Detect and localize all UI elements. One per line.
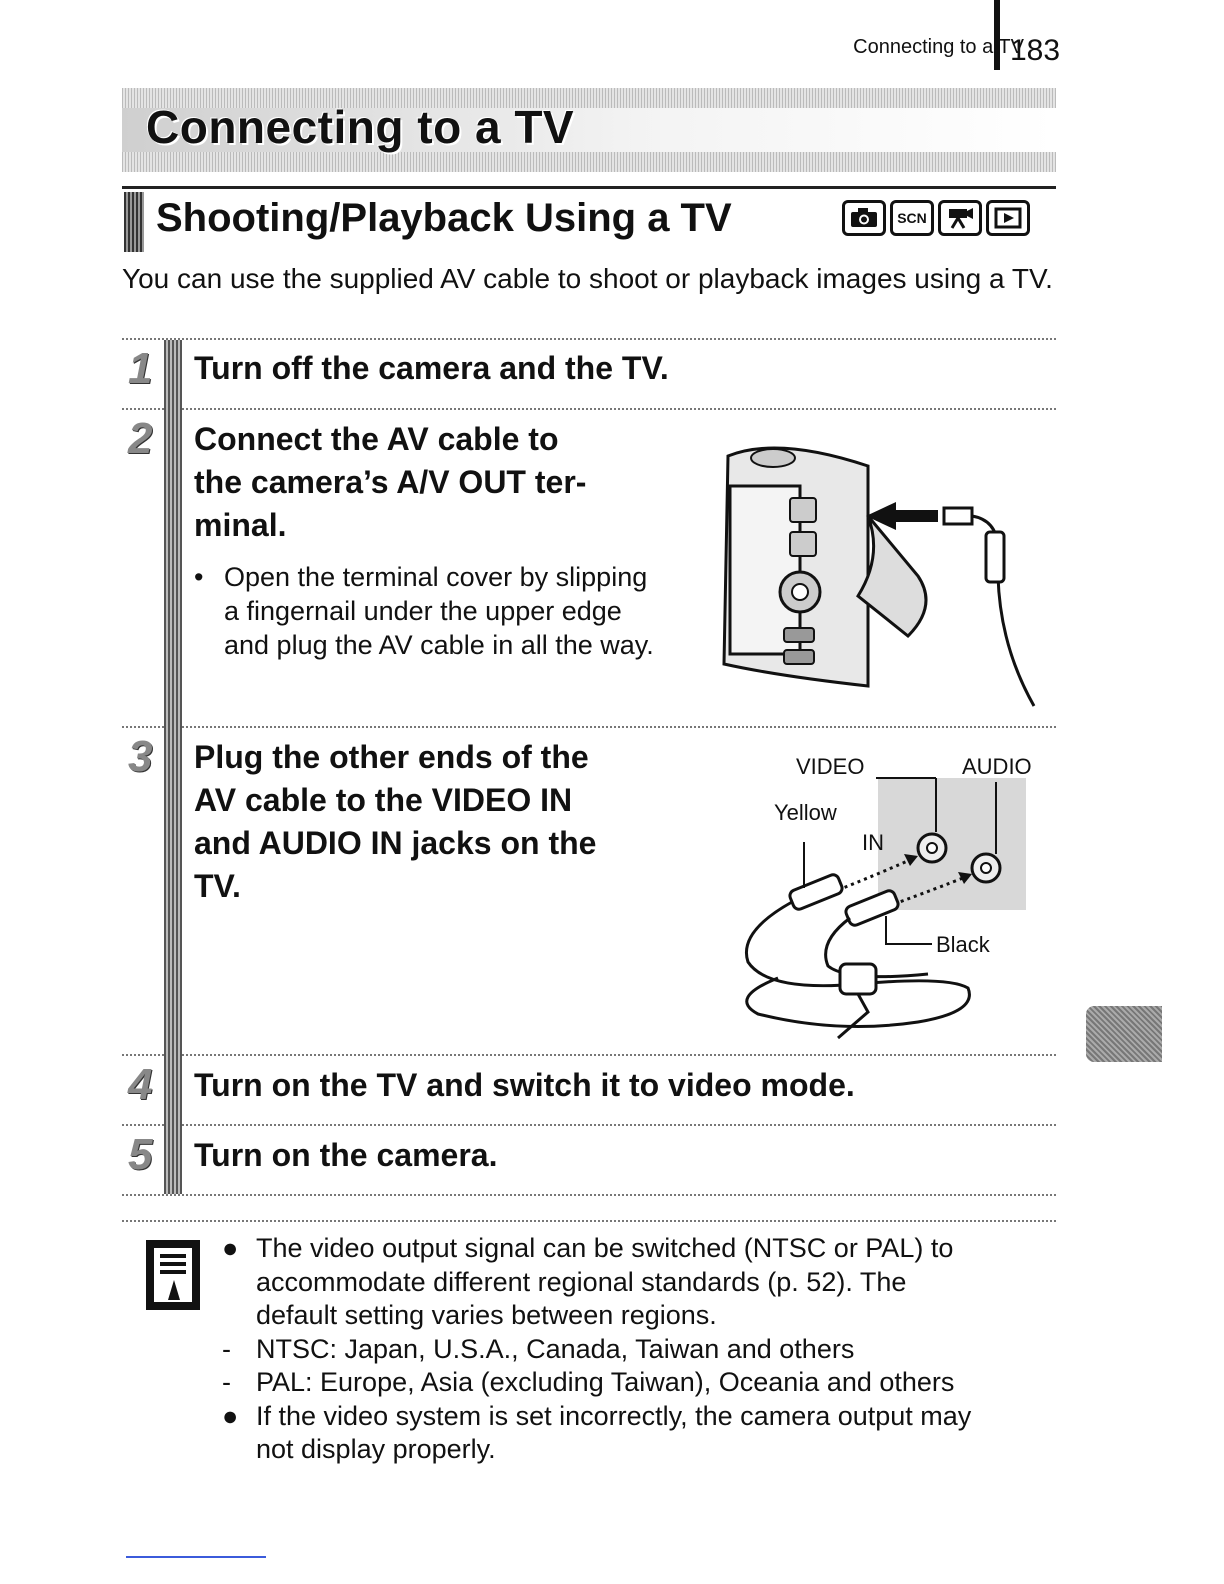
- step-heading-line: TV.: [194, 868, 241, 904]
- step-heading-line: and AUDIO IN jacks on the: [194, 825, 597, 861]
- note-text: accommodate different regional standards…: [256, 1266, 907, 1297]
- playback-icon: [986, 200, 1030, 236]
- note-text: default setting varies between regions.: [256, 1300, 717, 1330]
- note-marker: -: [222, 1367, 231, 1397]
- page-title: Connecting to a TV: [146, 101, 575, 153]
- step-heading-line: Plug the other ends of the: [194, 739, 589, 775]
- step-divider: [122, 1054, 1056, 1056]
- note-marker: ●: [222, 1400, 239, 1431]
- scn-label: SCN: [897, 210, 927, 226]
- step-body-line: Open the terminal cover by slipping: [224, 562, 648, 592]
- note-text: PAL: Europe, Asia (excluding Taiwan), Oc…: [256, 1367, 955, 1397]
- step-divider: [122, 408, 1056, 410]
- step-heading: Turn off the camera and the TV.: [194, 350, 669, 386]
- note-item: ● The video output signal can be switche…: [222, 1232, 1062, 1333]
- step-heading: Turn on the TV and switch it to video mo…: [194, 1067, 855, 1103]
- intro-text: You can use the supplied AV cable to sho…: [122, 263, 1053, 294]
- camera-icon: [842, 200, 886, 236]
- mode-icons: SCN: [842, 200, 1030, 236]
- step-number: 2: [128, 414, 153, 463]
- memo-icon: [146, 1240, 200, 1310]
- label-audio: AUDIO: [962, 754, 1032, 779]
- notes-divider: [122, 1220, 1056, 1222]
- step-heading-line: the camera’s A/V OUT ter-: [194, 464, 587, 500]
- note-text: NTSC: Japan, U.S.A., Canada, Taiwan and …: [256, 1333, 855, 1364]
- step-heading-line: minal.: [194, 507, 287, 543]
- note-text: not display properly.: [256, 1434, 496, 1464]
- note-item: - PAL: Europe, Asia (excluding Taiwan), …: [222, 1366, 1062, 1400]
- note-item: ● If the video system is set incorrectly…: [222, 1400, 1062, 1467]
- step-body-line: a fingernail under the upper edge: [224, 596, 622, 626]
- section-title: Shooting/Playback Using a TV: [156, 196, 732, 240]
- note-item: - NTSC: Japan, U.S.A., Canada, Taiwan an…: [222, 1333, 1062, 1367]
- chapter-tab: [1086, 1006, 1162, 1062]
- label-yellow: Yellow: [774, 800, 837, 825]
- note-text: If the video system is set incorrectly, …: [256, 1400, 972, 1431]
- step-body-line: and plug the AV cable in all the way.: [224, 630, 654, 660]
- label-video: VIDEO: [796, 754, 865, 779]
- notes-list: ● The video output signal can be switche…: [222, 1232, 1062, 1467]
- step-heading-line: AV cable to the VIDEO IN: [194, 782, 573, 818]
- page-rule: [994, 0, 1000, 70]
- steps-sidebar: [164, 340, 182, 1194]
- step-heading: Plug the other ends of the AV cable to t…: [194, 736, 714, 908]
- note-text: The video output signal can be switched …: [256, 1233, 954, 1263]
- step-heading: Turn on the camera.: [194, 1137, 498, 1173]
- step-body: • Open the terminal cover by slipping a …: [194, 560, 714, 662]
- step-number: 5: [128, 1130, 153, 1179]
- section-marker: [124, 192, 144, 252]
- note-marker: -: [222, 1333, 231, 1364]
- label-in: IN: [862, 830, 884, 855]
- footer-rule: [126, 1556, 266, 1558]
- step-heading: Connect the AV cable to the camera’s A/V…: [194, 418, 704, 547]
- step-number: 3: [128, 732, 153, 781]
- movie-icon: [938, 200, 982, 236]
- step-heading-line: Connect the AV cable to: [194, 421, 559, 457]
- tv-cable-illustration: VIDEO AUDIO Yellow IN Black: [718, 752, 1048, 1044]
- step-number: 1: [128, 344, 153, 393]
- bullet: •: [194, 562, 204, 592]
- step-number: 4: [128, 1060, 153, 1109]
- page-number: 183: [1010, 34, 1061, 67]
- label-black: Black: [936, 932, 990, 957]
- section-rule: [122, 186, 1056, 189]
- camera-av-out-illustration: [722, 446, 1036, 707]
- title-band: [122, 88, 1056, 172]
- step-divider: [122, 1194, 1056, 1196]
- step-divider: [122, 338, 1056, 340]
- step-divider: [122, 726, 1056, 728]
- note-marker: ●: [222, 1233, 239, 1263]
- running-head: Connecting to a TV: [853, 36, 1024, 58]
- step-divider: [122, 1124, 1056, 1126]
- scn-icon: SCN: [890, 200, 934, 236]
